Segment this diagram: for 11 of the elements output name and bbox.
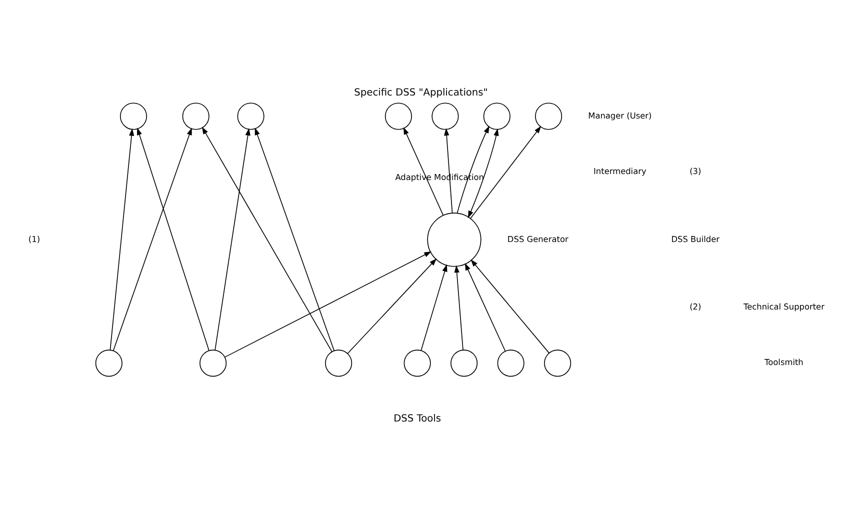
label: Toolsmith	[764, 356, 804, 367]
label: Technical Supporter	[743, 300, 824, 311]
node-label: DSS Generator	[507, 233, 568, 244]
label: Manager (User)	[588, 110, 652, 120]
label: DSS Builder	[671, 233, 720, 244]
label: (3)	[690, 166, 702, 176]
label: Intermediary	[594, 166, 646, 176]
label: (2)	[690, 300, 702, 311]
label: (1)	[28, 233, 40, 244]
caption: DSS Tools	[394, 412, 442, 424]
diagram-title: Specific DSS "Applications"	[354, 86, 488, 98]
